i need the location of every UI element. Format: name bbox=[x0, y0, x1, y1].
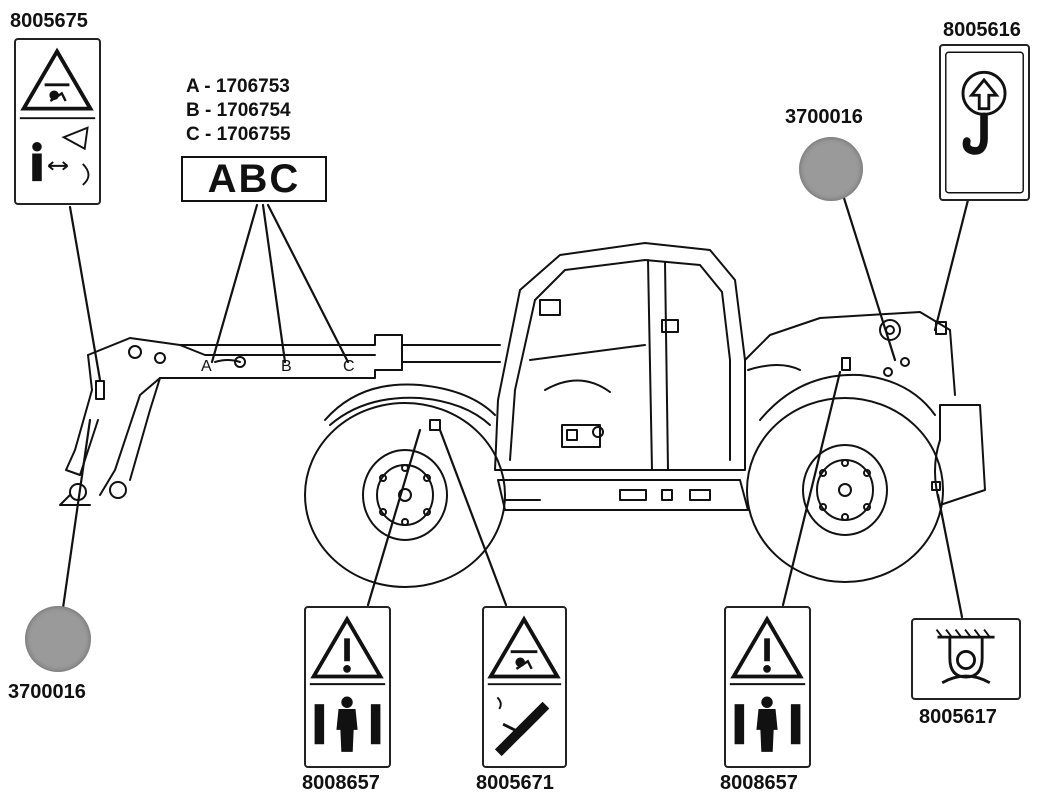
label-dot-bottom-left: 3700016 bbox=[8, 681, 86, 703]
front-wheel bbox=[304, 402, 506, 588]
abc-decal: ABC bbox=[181, 156, 327, 202]
gray-dot-bottom-left bbox=[25, 606, 91, 672]
label-decal-rear-wheel: 8008657 bbox=[720, 772, 798, 794]
chassis bbox=[497, 479, 749, 511]
cab bbox=[494, 242, 746, 471]
label-decal-top-right: 8005616 bbox=[943, 19, 1021, 41]
rear-wheel bbox=[746, 397, 944, 583]
crush-warning-icon bbox=[19, 47, 96, 186]
leader-lines bbox=[61, 193, 970, 619]
boom-mark-c: C bbox=[343, 358, 355, 375]
front-decal-marker bbox=[429, 419, 441, 431]
decal-rear-right bbox=[911, 618, 1021, 700]
decal-boom-lower bbox=[482, 606, 567, 768]
decal-front-wheel bbox=[304, 606, 391, 768]
front-fender bbox=[324, 383, 496, 421]
label-decal-boom-lower: 8005671 bbox=[476, 772, 554, 794]
label-dot-top-right: 3700016 bbox=[785, 106, 863, 128]
decal-top-right bbox=[939, 44, 1030, 201]
label-decal-rear-right: 8005617 bbox=[919, 706, 997, 728]
rear-decal-marker bbox=[931, 481, 941, 491]
lifting-hook-icon bbox=[945, 51, 1024, 194]
legend-line-a: A - 1706753 bbox=[186, 76, 290, 97]
exclamation-warning-icon bbox=[729, 615, 806, 752]
gray-dot-top-right bbox=[799, 137, 863, 201]
engine-body bbox=[744, 311, 956, 396]
label-decal-top-left: 8005675 bbox=[10, 10, 88, 32]
rear-fender bbox=[759, 373, 936, 421]
boom-mark-b: B bbox=[281, 358, 292, 375]
decal-rear-wheel bbox=[724, 606, 811, 768]
decal-top-left bbox=[14, 38, 101, 205]
exclamation-warning-icon bbox=[309, 615, 386, 752]
counterweight bbox=[934, 404, 986, 506]
tie-down-icon bbox=[935, 628, 995, 685]
label-decal-front-wheel: 8008657 bbox=[302, 772, 380, 794]
legend-line-c: C - 1706755 bbox=[186, 124, 291, 145]
legend-line-b: B - 1706754 bbox=[186, 100, 291, 121]
boom-mark-a: A bbox=[201, 358, 212, 375]
crush-warning-icon bbox=[487, 615, 562, 757]
front-fender-lower bbox=[329, 396, 491, 426]
